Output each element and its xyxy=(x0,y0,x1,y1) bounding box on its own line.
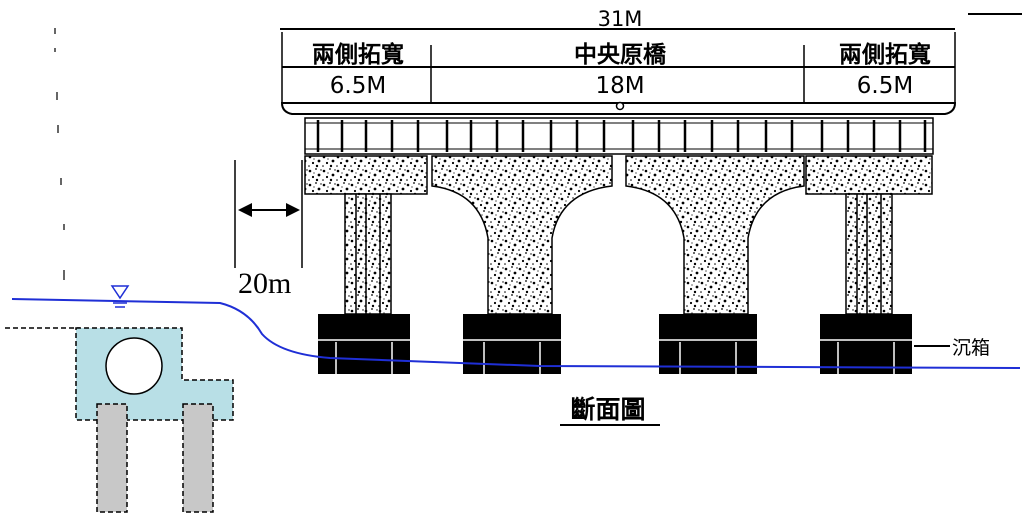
caisson-4 xyxy=(820,314,912,374)
arrow-right-icon xyxy=(286,203,300,217)
culvert-opening xyxy=(105,337,163,395)
caissons: 沉箱 xyxy=(318,314,990,374)
distance-annotation: 20m xyxy=(234,160,303,300)
section-title: 斷面圖 xyxy=(570,395,645,424)
caisson-3 xyxy=(659,314,757,374)
caisson-1 xyxy=(318,314,410,374)
piers xyxy=(304,155,933,315)
water-level-icon xyxy=(110,285,130,300)
pier-column-left xyxy=(344,193,392,315)
culvert-pile-left xyxy=(96,403,128,513)
pier-column-right xyxy=(845,193,893,315)
bridge-deck xyxy=(280,101,957,155)
pier-cap-right xyxy=(805,155,933,195)
left-section-width: 6.5M xyxy=(330,73,386,99)
arrow-left-icon xyxy=(238,203,252,217)
distance-label: 20m xyxy=(238,267,291,300)
left-section-label: 兩側拓寬 xyxy=(312,41,404,68)
caisson-label: 沉箱 xyxy=(952,337,990,359)
dimension-labels: 31M 兩側拓寬 6.5M 中央原橋 18M 兩側拓寬 6.5M xyxy=(280,7,1022,103)
water-level xyxy=(11,285,1021,369)
total-width-label: 31M xyxy=(598,7,643,31)
center-section-label: 中央原橋 xyxy=(574,42,667,68)
culvert-pile-right xyxy=(182,403,214,513)
pier-center-right xyxy=(625,155,805,315)
right-section-width: 6.5M xyxy=(857,73,913,99)
pier-center-left xyxy=(431,155,613,315)
culvert-structure xyxy=(5,327,234,513)
water-line xyxy=(11,298,1021,369)
pier-cap-left xyxy=(304,155,428,195)
right-section-label: 兩側拓寬 xyxy=(839,41,931,68)
center-section-width: 18M xyxy=(595,73,644,99)
margin-marks xyxy=(54,28,65,280)
